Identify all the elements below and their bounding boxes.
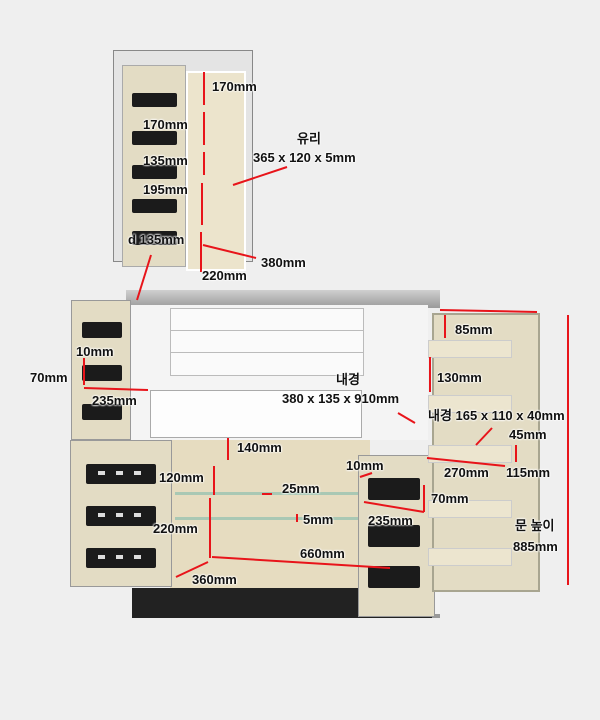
name-plate (132, 199, 177, 213)
dimension-label: 45mm (509, 427, 547, 442)
dimension-label: 10mm (346, 458, 384, 473)
door-pocket (428, 340, 512, 358)
name-plate (82, 322, 122, 338)
dimension-label: 120mm (159, 470, 204, 485)
dimension-label: 130mm (437, 370, 482, 385)
inner-size: 380 x 135 x 910mm (282, 391, 400, 406)
dimension-label: 140mm (237, 440, 282, 455)
dimension-label: 5mm (303, 512, 334, 527)
dimension-label: 135mm (143, 153, 188, 168)
name-plate (368, 478, 420, 500)
name-plate (82, 404, 122, 420)
dimension-label: 380mm (261, 255, 306, 270)
dimension-label: 25mm (282, 481, 320, 496)
name-plate (132, 165, 177, 179)
door-pocket (428, 395, 512, 413)
name-plate (82, 365, 122, 381)
drawer (170, 352, 364, 376)
dimension-label: 85mm (455, 322, 493, 337)
dimension-label: 70mm (431, 491, 469, 506)
name-plate (368, 525, 420, 547)
dimension-label: 235mm (368, 513, 413, 528)
dimension-label: 220mm (153, 521, 198, 536)
door-pocket (428, 548, 512, 566)
name-plate (86, 464, 156, 484)
dimension-label: 170mm (212, 79, 257, 94)
door-height-title: 문 높이 (515, 518, 555, 533)
dimension-label: 270mm (444, 465, 489, 480)
cabinet-top (126, 290, 440, 308)
name-plate (86, 506, 156, 526)
dimension-label: 115mm (506, 465, 551, 480)
inner-title: 내경 (336, 372, 360, 387)
dimension-label: 70mm (30, 370, 68, 385)
drawer (170, 330, 364, 354)
dimension-label: 10mm (76, 344, 114, 359)
dimension-label: 660mm (300, 546, 345, 561)
inset-photo (113, 50, 253, 271)
dimension-label: 360mm (192, 572, 237, 587)
dimension-label: d 135mm (128, 232, 185, 247)
name-plate (132, 131, 177, 145)
drawer-open (150, 390, 362, 438)
drawer (170, 308, 364, 332)
glass-title: 유리 (297, 131, 321, 146)
name-plate (132, 231, 177, 245)
dimension-label: 195mm (143, 182, 188, 197)
inset-shelf-cabinet (186, 71, 246, 271)
dimension-label: 220mm (202, 268, 247, 283)
glass-shelf (175, 517, 365, 520)
door-pocket (428, 500, 512, 518)
name-plate (86, 548, 156, 568)
dimension-label: 170mm (143, 117, 188, 132)
name-plate (368, 566, 420, 588)
door-height: 885mm (513, 539, 558, 554)
dimension-label: 235mm (92, 393, 137, 408)
glass-size: 365 x 120 x 5mm (253, 150, 356, 165)
name-plate (132, 93, 177, 107)
pocket-inner-size: 내경 165 x 110 x 40mm (428, 408, 565, 423)
